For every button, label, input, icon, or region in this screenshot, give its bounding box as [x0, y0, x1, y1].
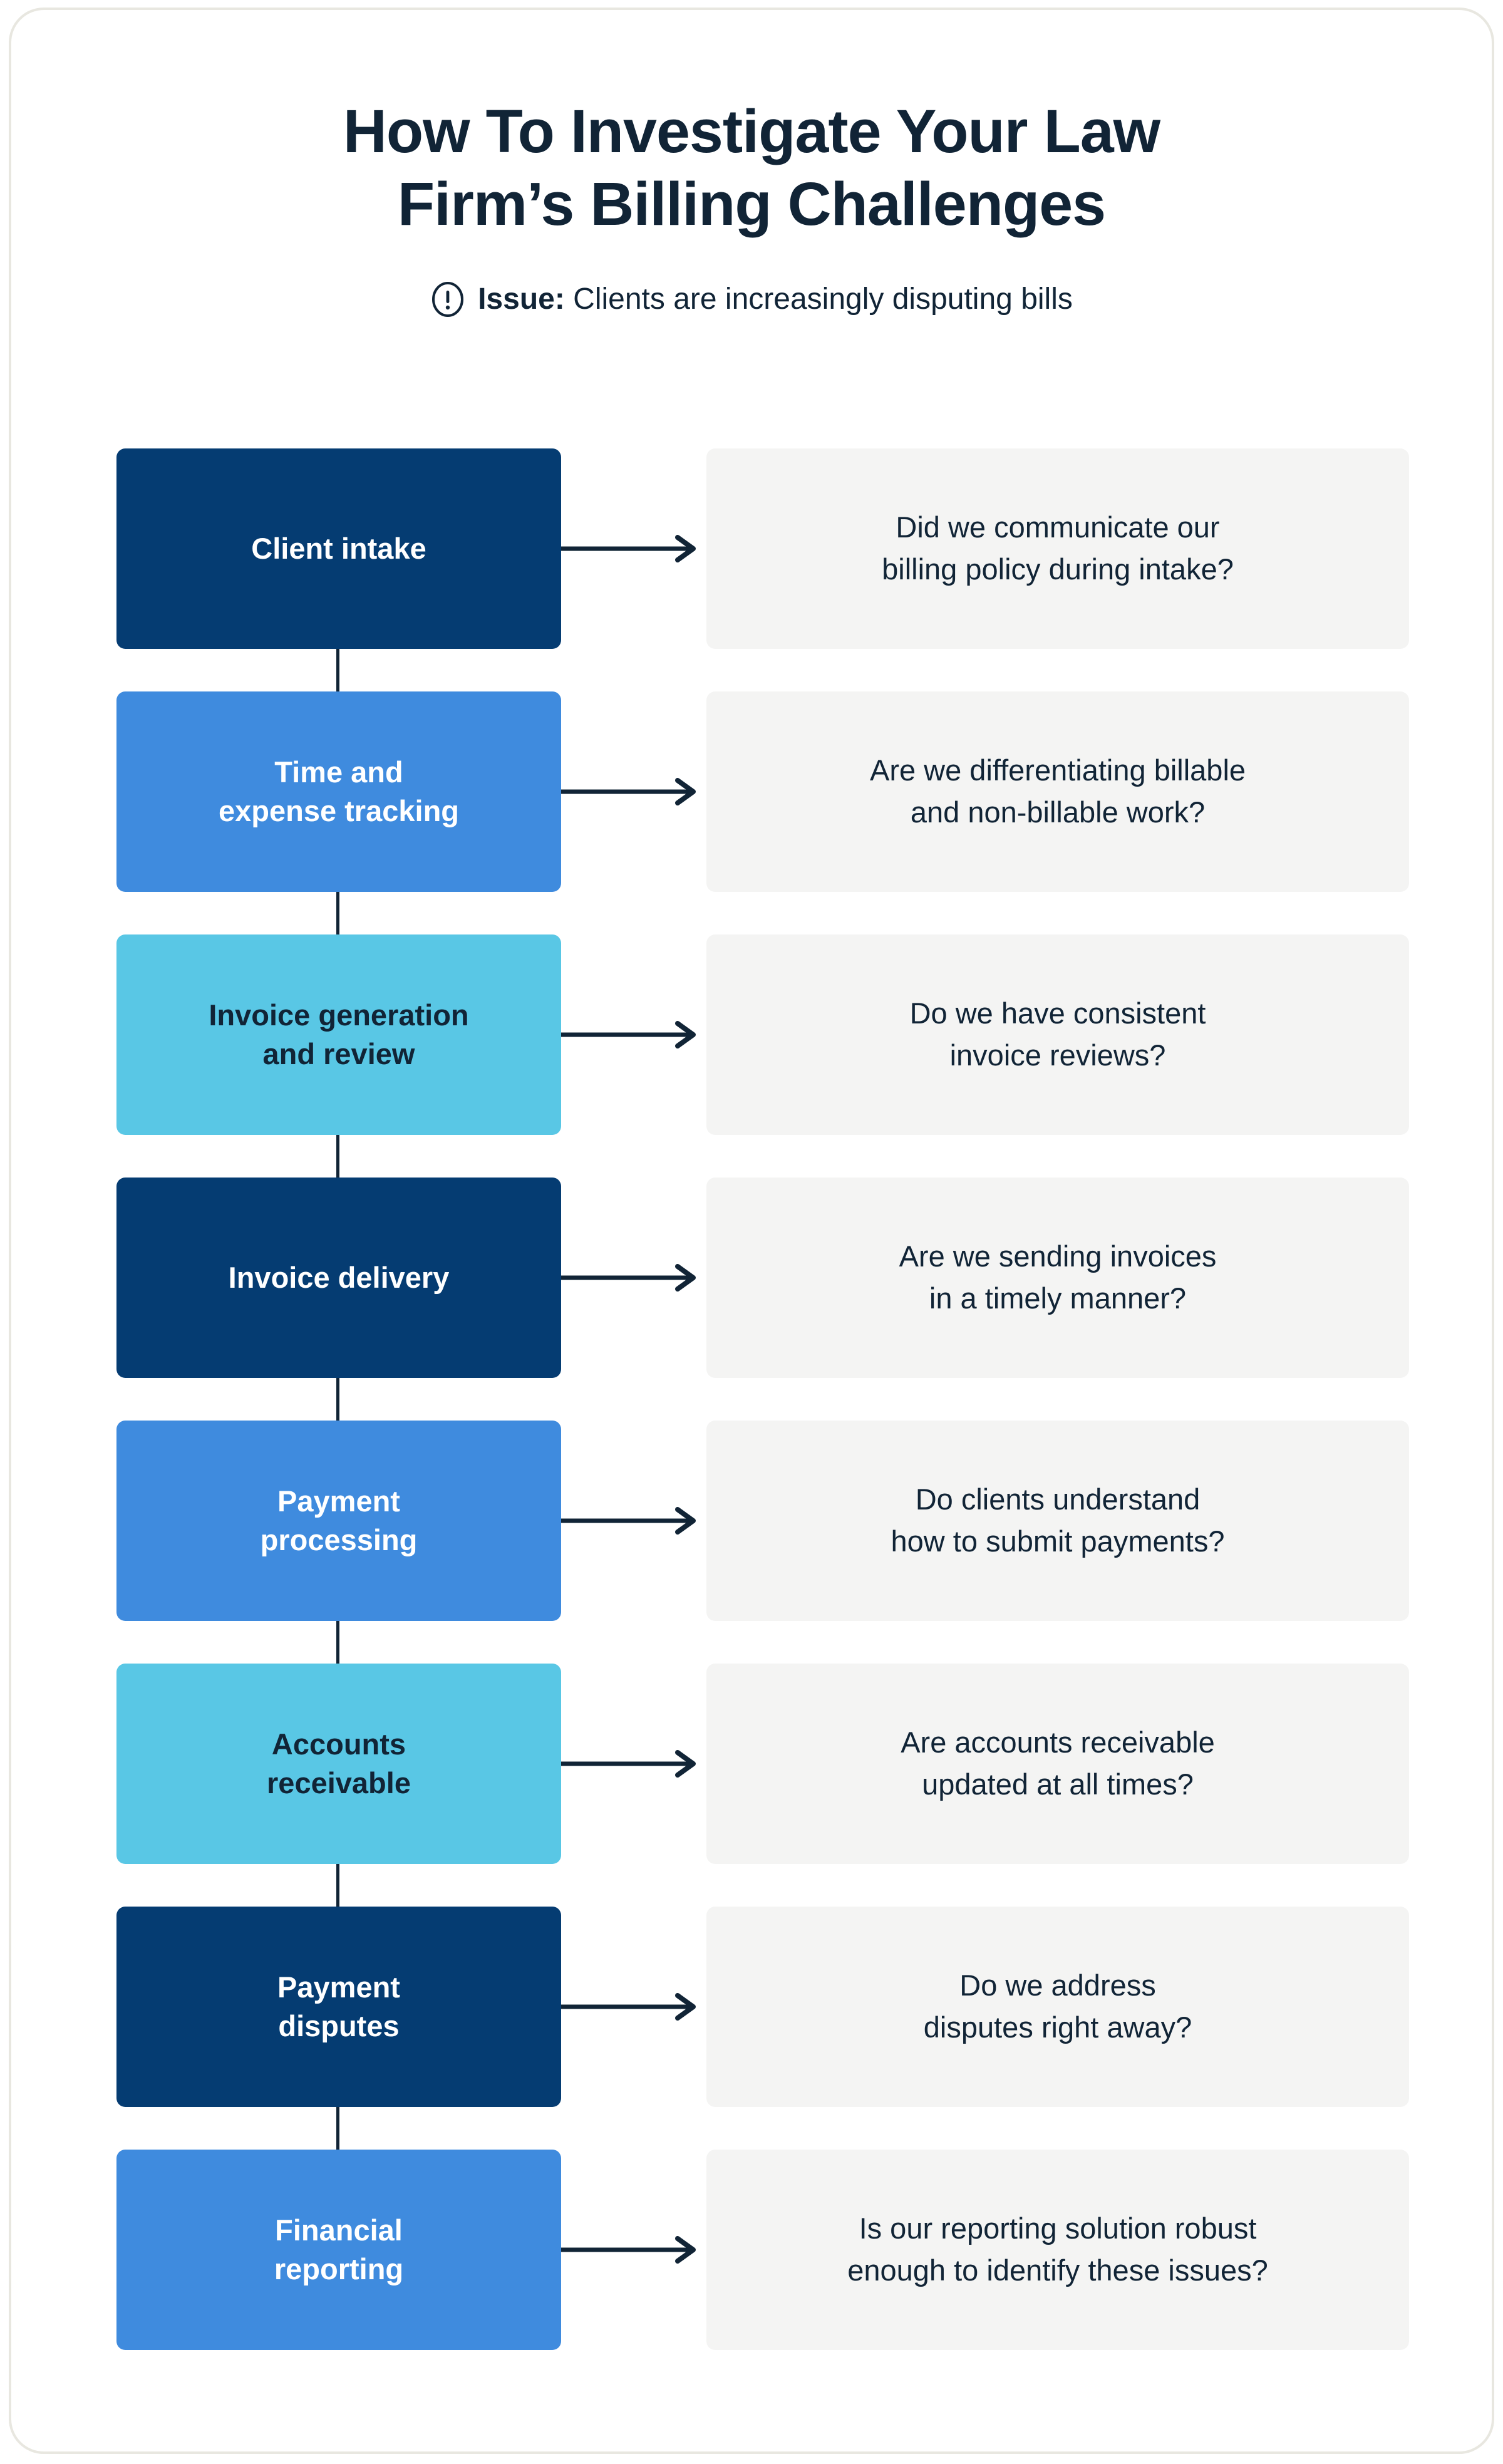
- question-text: Do we address disputes right away?: [923, 1969, 1192, 2044]
- flow-connector: [336, 649, 339, 691]
- page-title-line-1: How To Investigate Your Law: [343, 97, 1160, 165]
- question-panel: Are we differentiating billable and non-…: [706, 691, 1409, 892]
- stage-box-invoice-generation-and-review[interactable]: Invoice generation and review: [116, 934, 561, 1135]
- flow-connector: [336, 1135, 339, 1178]
- arrow-right-icon: [561, 1507, 696, 1535]
- exclamation-circle-icon: [432, 281, 464, 317]
- billing-flow: Client intake Did we communicate our bil…: [11, 448, 1492, 2350]
- infographic-card: How To Investigate Your Law Firm’s Billi…: [9, 8, 1494, 2454]
- issue-text-wrapper: Issue: Clients are increasingly disputin…: [478, 281, 1073, 318]
- question-text: Do we have consistent invoice reviews?: [909, 996, 1206, 1072]
- question-panel: Is our reporting solution robust enough …: [706, 2150, 1409, 2350]
- stage-box-invoice-delivery[interactable]: Invoice delivery: [116, 1178, 561, 1378]
- question-panel: Are accounts receivable updated at all t…: [706, 1664, 1409, 1864]
- flow-row: Financial reporting Is our reporting sol…: [11, 2150, 1492, 2350]
- flow-connector: [336, 1378, 339, 1421]
- flow-row: Invoice generation and review Do we have…: [11, 934, 1492, 1178]
- issue-callout: Issue: Clients are increasingly disputin…: [11, 281, 1492, 318]
- flow-connector: [336, 892, 339, 934]
- flow-row: Accounts receivable Are accounts receiva…: [11, 1664, 1492, 1907]
- question-text: Do clients understand how to submit paym…: [891, 1483, 1225, 1558]
- page-title-line-2: Firm’s Billing Challenges: [397, 170, 1106, 239]
- arrow-right-icon: [561, 1993, 696, 2021]
- stage-label: Payment disputes: [277, 1970, 400, 2042]
- stage-box-payment-disputes[interactable]: Payment disputes: [116, 1907, 561, 2107]
- flow-row: Invoice delivery Are we sending invoices…: [11, 1178, 1492, 1421]
- flow-connector: [336, 1864, 339, 1907]
- question-panel: Do clients understand how to submit paym…: [706, 1421, 1409, 1621]
- flow-connector: [336, 1621, 339, 1664]
- stage-box-time-and-expense-tracking[interactable]: Time and expense tracking: [116, 691, 561, 892]
- flow-row: Client intake Did we communicate our bil…: [11, 448, 1492, 691]
- question-panel: Are we sending invoices in a timely mann…: [706, 1178, 1409, 1378]
- question-text: Are we differentiating billable and non-…: [869, 753, 1246, 829]
- question-text: Are we sending invoices in a timely mann…: [899, 1240, 1217, 1315]
- arrow-right-icon: [561, 1264, 696, 1292]
- question-text: Are accounts receivable updated at all t…: [901, 1726, 1215, 1801]
- stage-label: Accounts receivable: [267, 1727, 411, 1799]
- flow-row: Payment processing Do clients understand…: [11, 1421, 1492, 1664]
- stage-label: Payment processing: [260, 1484, 418, 1556]
- stage-box-financial-reporting[interactable]: Financial reporting: [116, 2150, 561, 2350]
- arrow-right-icon: [561, 1021, 696, 1048]
- stage-box-client-intake[interactable]: Client intake: [116, 448, 561, 649]
- stage-box-accounts-receivable[interactable]: Accounts receivable: [116, 1664, 561, 1864]
- arrow-right-icon: [561, 535, 696, 562]
- arrow-right-icon: [561, 1750, 696, 1778]
- stage-label: Invoice delivery: [228, 1260, 450, 1294]
- question-panel: Do we address disputes right away?: [706, 1907, 1409, 2107]
- stage-label: Client intake: [251, 531, 426, 565]
- flow-connector: [336, 2107, 339, 2150]
- question-panel: Did we communicate our billing policy du…: [706, 448, 1409, 649]
- header: How To Investigate Your Law Firm’s Billi…: [11, 10, 1492, 317]
- question-text: Is our reporting solution robust enough …: [847, 2212, 1268, 2287]
- arrow-right-icon: [561, 2236, 696, 2264]
- stage-label: Time and expense tracking: [218, 755, 459, 827]
- stage-label: Financial reporting: [274, 2213, 404, 2285]
- flow-row: Time and expense tracking Are we differe…: [11, 691, 1492, 934]
- flow-row: Payment disputes Do we address disputes …: [11, 1907, 1492, 2150]
- issue-label: Issue:: [478, 282, 565, 316]
- stage-box-payment-processing[interactable]: Payment processing: [116, 1421, 561, 1621]
- question-text: Did we communicate our billing policy du…: [882, 510, 1234, 586]
- issue-description: Clients are increasingly disputing bills: [564, 282, 1073, 316]
- page-title: How To Investigate Your Law Firm’s Billi…: [11, 10, 1492, 241]
- arrow-right-icon: [561, 778, 696, 805]
- stage-label: Invoice generation and review: [209, 998, 469, 1070]
- question-panel: Do we have consistent invoice reviews?: [706, 934, 1409, 1135]
